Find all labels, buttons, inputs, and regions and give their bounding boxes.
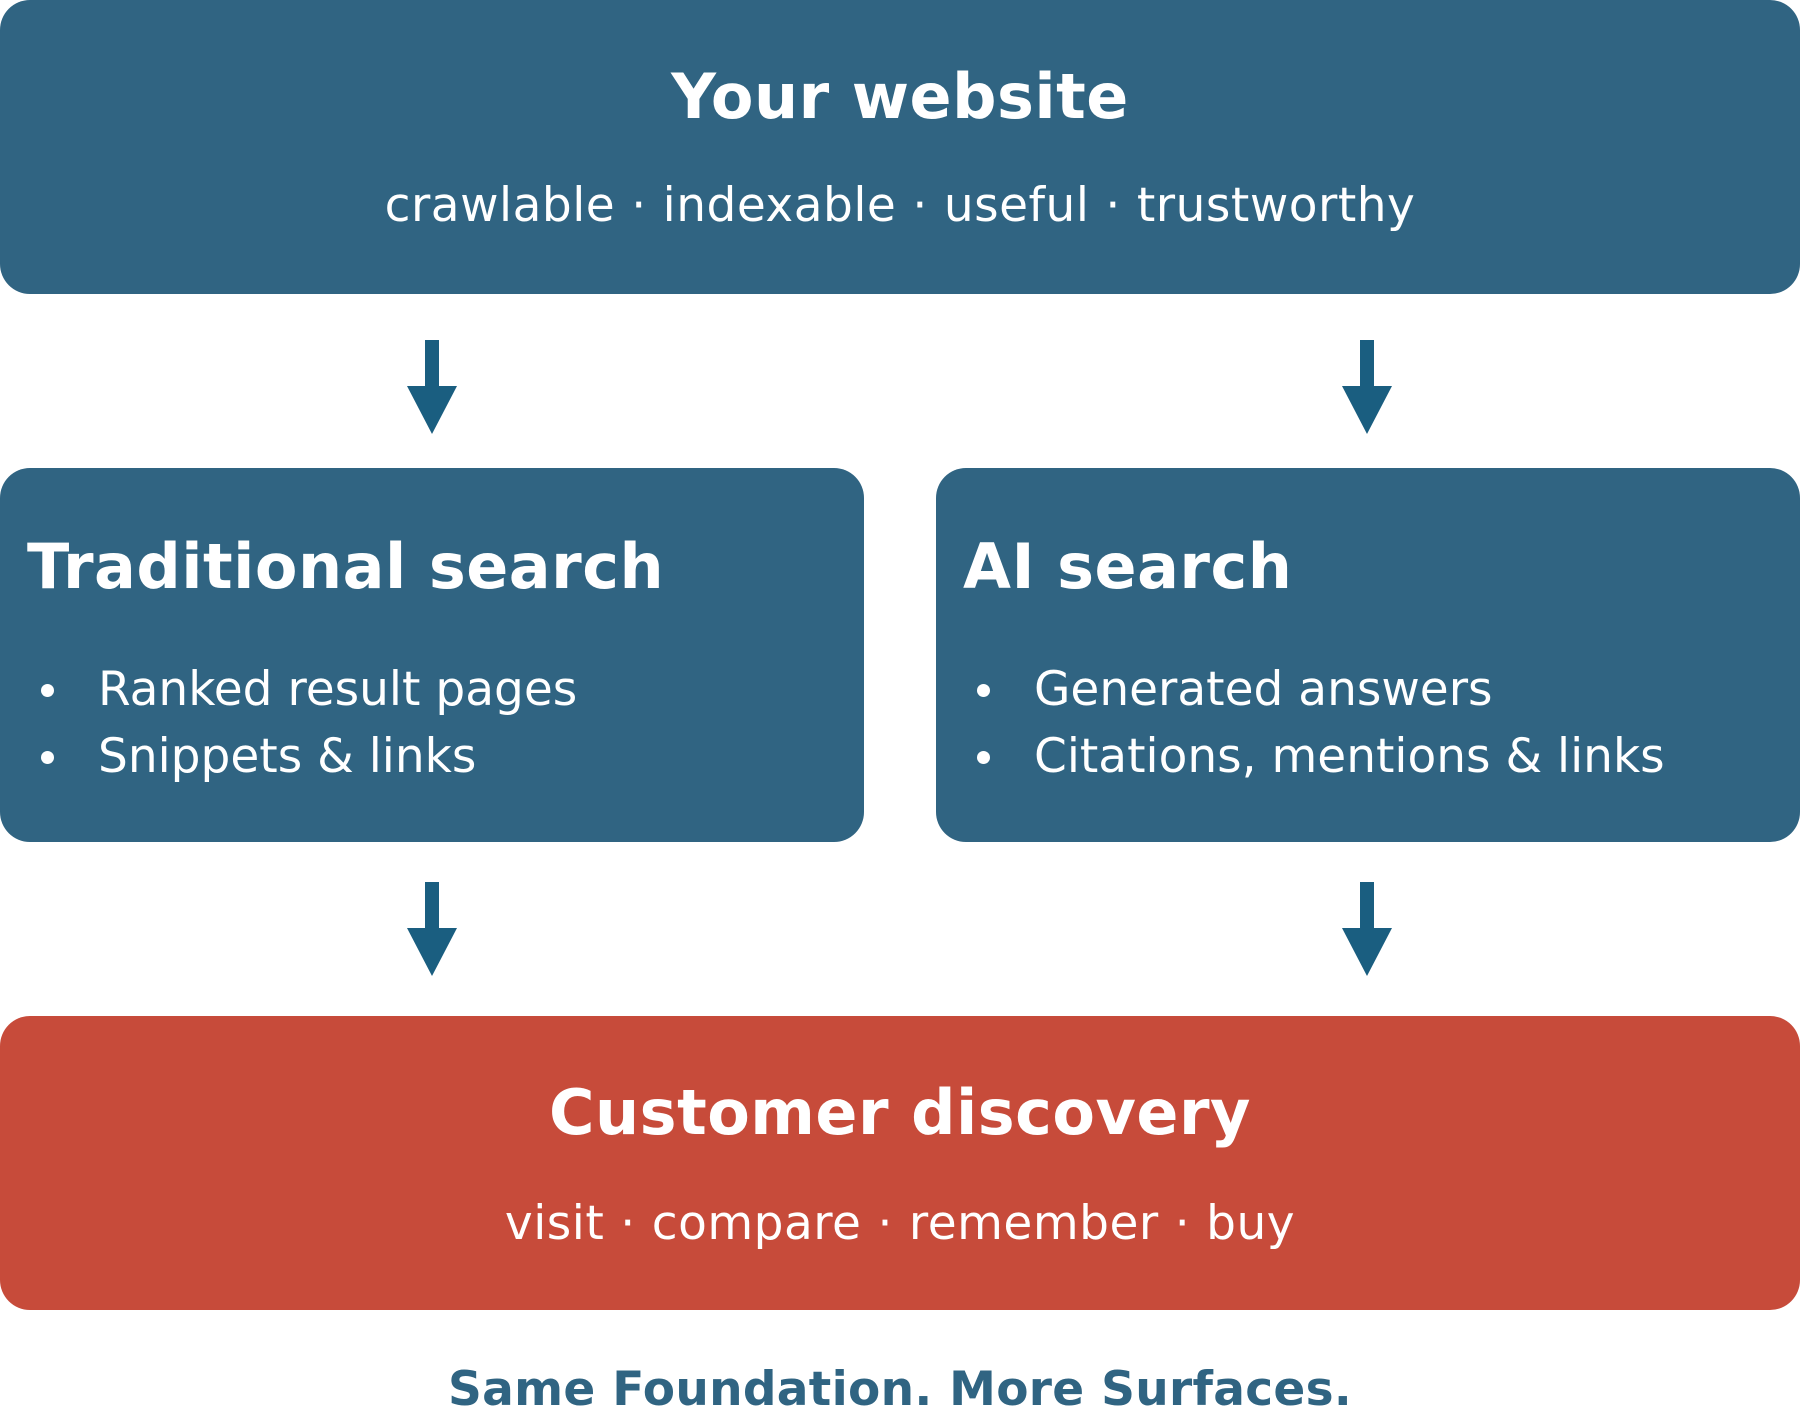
traditional-search-box: Traditional search Ranked result pages S… xyxy=(0,468,864,842)
website-title: Your website xyxy=(671,60,1129,133)
list-item-text: Ranked result pages xyxy=(98,662,578,717)
arrow-down-icon xyxy=(407,882,457,976)
separator-dot: · xyxy=(620,1196,636,1251)
traditional-search-title: Traditional search xyxy=(27,530,665,603)
list-item-text: Snippets & links xyxy=(98,729,477,784)
step-visit: visit xyxy=(504,1196,605,1251)
bullet-icon xyxy=(977,751,990,764)
arrow-down-icon xyxy=(1342,882,1392,976)
ai-search-box: AI search Generated answers Citations, m… xyxy=(936,468,1800,842)
list-item: Citations, mentions & links xyxy=(963,723,1665,790)
bullet-icon xyxy=(977,684,990,697)
bullet-icon xyxy=(41,684,54,697)
list-item: Ranked result pages xyxy=(27,656,577,723)
website-qualities: crawlable·indexable·useful·trustworthy xyxy=(0,182,1800,229)
step-buy: buy xyxy=(1206,1196,1296,1251)
list-item-text: Citations, mentions & links xyxy=(1034,729,1665,784)
arrow-down-icon xyxy=(1342,340,1392,434)
ai-search-list: Generated answers Citations, mentions & … xyxy=(963,656,1665,790)
website-box: Your website crawlable·indexable·useful·… xyxy=(0,0,1800,294)
bullet-icon xyxy=(41,751,54,764)
traditional-search-list: Ranked result pages Snippets & links xyxy=(27,656,577,790)
arrow-down-icon xyxy=(407,340,457,434)
step-compare: compare xyxy=(651,1196,862,1251)
list-item-text: Generated answers xyxy=(1034,662,1493,717)
customer-discovery-steps: visit·compare·remember·buy xyxy=(0,1200,1800,1247)
quality-trustworthy: trustworthy xyxy=(1136,178,1416,233)
separator-dot: · xyxy=(1105,178,1121,233)
list-item: Snippets & links xyxy=(27,723,577,790)
customer-discovery-box: Customer discovery visit·compare·remembe… xyxy=(0,1016,1800,1310)
quality-crawlable: crawlable xyxy=(384,178,616,233)
customer-discovery-title: Customer discovery xyxy=(549,1076,1251,1149)
step-remember: remember xyxy=(908,1196,1159,1251)
list-item: Generated answers xyxy=(963,656,1665,723)
quality-useful: useful xyxy=(943,178,1090,233)
separator-dot: · xyxy=(631,178,647,233)
ai-search-title: AI search xyxy=(963,530,1293,603)
separator-dot: · xyxy=(912,178,928,233)
separator-dot: · xyxy=(1174,1196,1191,1251)
tagline: Same Foundation. More Surfaces. xyxy=(447,1362,1353,1417)
quality-indexable: indexable xyxy=(662,178,897,233)
separator-dot: · xyxy=(877,1196,893,1251)
